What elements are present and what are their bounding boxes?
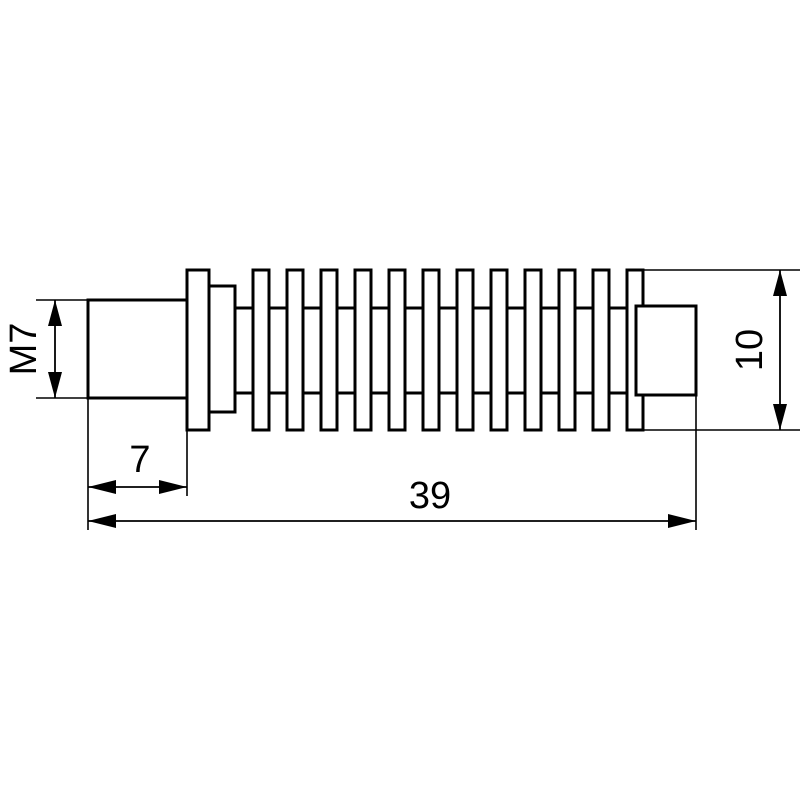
label-thread-length: 7 — [129, 439, 150, 481]
arrow-thread-length-right — [159, 480, 187, 494]
flange — [185, 268, 211, 432]
fin — [285, 268, 305, 432]
fin — [421, 268, 441, 432]
fin — [353, 268, 373, 432]
label-thread: M7 — [3, 323, 45, 376]
fin — [387, 268, 407, 432]
fin — [557, 268, 577, 432]
arrow-overall-right — [668, 514, 696, 528]
arrow-diameter-bottom — [773, 404, 787, 430]
arrow-thread-top — [48, 300, 62, 326]
fin — [319, 268, 339, 432]
fin — [455, 268, 475, 432]
arrow-thread-length-left — [88, 480, 116, 494]
fin — [489, 268, 509, 432]
flange-collar — [207, 284, 237, 414]
fin — [523, 268, 543, 432]
label-diameter: 10 — [729, 329, 771, 371]
arrow-diameter-top — [773, 270, 787, 296]
fin — [251, 268, 271, 432]
label-overall-length: 39 — [409, 475, 451, 517]
arrow-overall-left — [88, 514, 116, 528]
shaft-end — [634, 304, 698, 397]
threaded-stud — [86, 298, 190, 400]
fin — [591, 268, 611, 432]
arrow-thread-bottom — [48, 372, 62, 398]
